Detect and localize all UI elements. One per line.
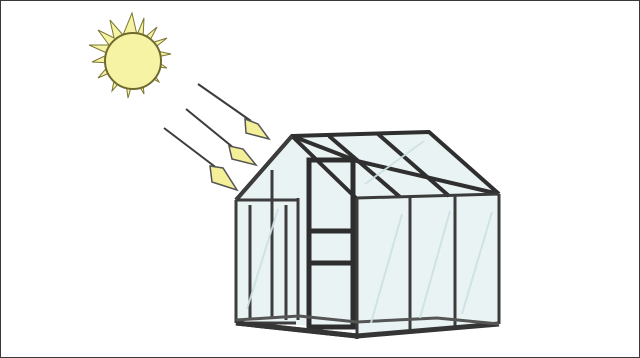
greenhouse-icon xyxy=(234,130,501,339)
sunlight-arrows xyxy=(163,83,271,192)
sunlight-arrow-icon xyxy=(163,127,239,192)
sunlight-arrow-icon xyxy=(197,83,271,141)
sun-icon xyxy=(88,11,172,99)
sunlight-arrow-icon xyxy=(185,108,259,167)
